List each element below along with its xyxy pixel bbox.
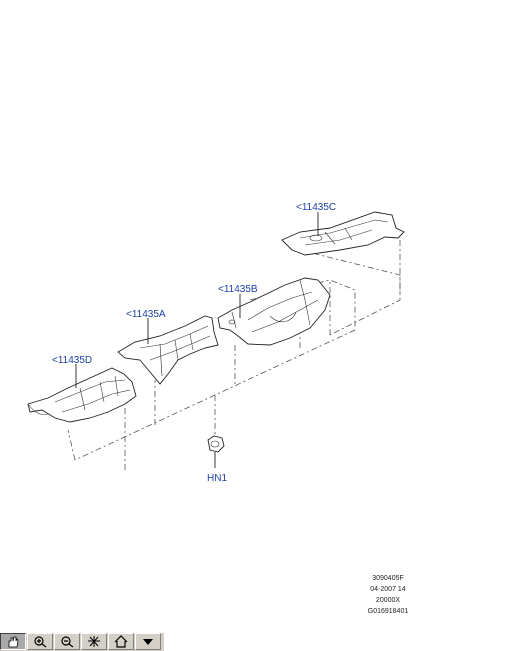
heat-shield-a[interactable] (117, 315, 219, 385)
reference-line-2: 04-2007 14 (370, 586, 406, 593)
hand-icon[interactable] (0, 633, 26, 650)
fit-icon[interactable] (81, 633, 107, 650)
callout-11435d[interactable]: <11435D (52, 355, 92, 366)
leader-lines (75, 212, 319, 468)
exhaust-heat-shield-diagram: <11435C <11435B <11435A <11435D HN1 (27, 202, 405, 484)
viewer-toolbar (0, 632, 164, 651)
reference-line-4: G016918401 (367, 608, 409, 615)
callout-hn1[interactable]: HN1 (207, 473, 227, 484)
callout-11435b[interactable]: <11435B (218, 284, 258, 295)
zoom-in-icon[interactable] (27, 633, 53, 650)
home-icon[interactable] (108, 633, 134, 650)
callout-11435c[interactable]: <11435C (296, 202, 336, 213)
assembly-dash-lines (67, 240, 401, 470)
callout-11435a[interactable]: <11435A (126, 309, 166, 320)
heat-shield-b[interactable] (217, 277, 331, 346)
menu-down-icon[interactable] (135, 633, 161, 650)
heat-shield-c[interactable] (281, 211, 405, 256)
nut-hn1[interactable] (207, 435, 225, 453)
zoom-out-icon[interactable] (54, 633, 80, 650)
heat-shield-d[interactable] (27, 367, 137, 423)
reference-line-1: 3090405F (372, 575, 404, 582)
reference-line-3: 20000X (375, 597, 401, 604)
